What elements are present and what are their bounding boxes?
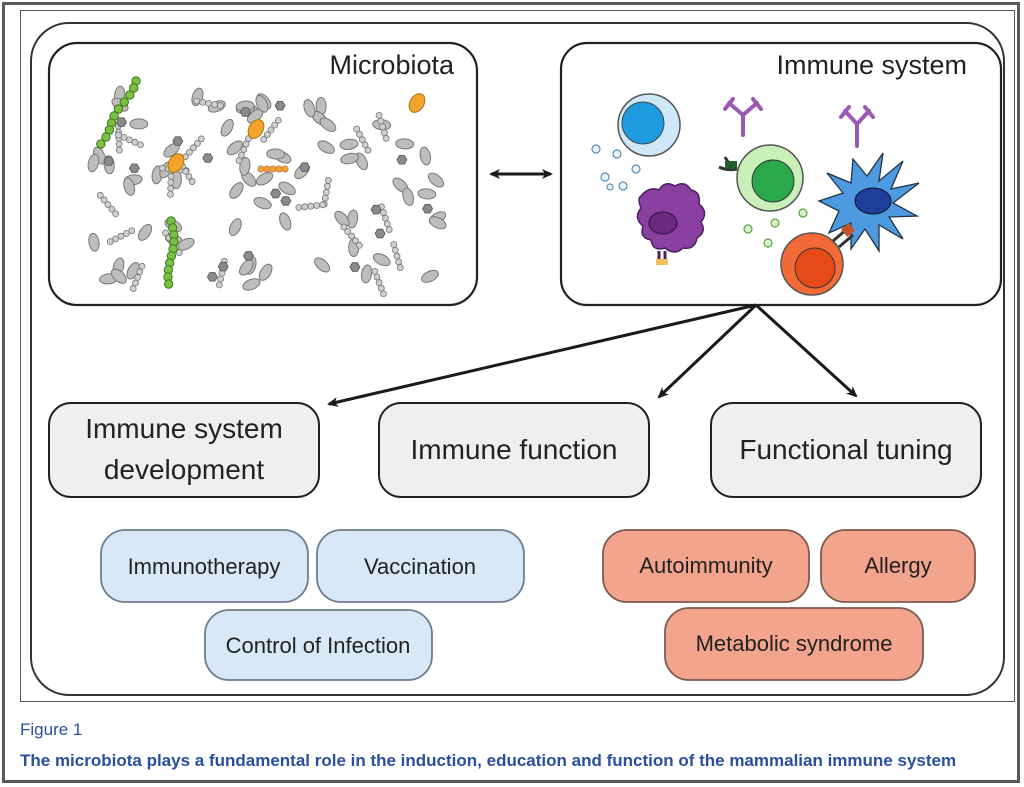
microbiota-panel: Microbiota <box>47 41 479 307</box>
disorder-autoimmunity-label: Autoimmunity <box>639 553 772 578</box>
outcome-development-line2: development <box>104 454 265 485</box>
benefit-control-of-infection-label: Control of Infection <box>226 633 411 658</box>
microbiota-title: Microbiota <box>329 50 455 80</box>
disorder-allergy: Allergy <box>820 529 976 603</box>
dendritic-cell <box>817 152 920 254</box>
microbes-cluster <box>87 76 447 298</box>
figure-label: Figure 1 <box>20 720 83 739</box>
antibody-2 <box>839 105 875 148</box>
outcome-development-line1: Immune system <box>85 413 283 444</box>
figure-caption: The microbiota plays a fundamental role … <box>20 751 957 770</box>
disorder-autoimmunity: Autoimmunity <box>602 529 810 603</box>
green-cytokines <box>743 208 808 248</box>
antibody-1 <box>723 97 763 137</box>
benefit-control-of-infection: Control of Infection <box>204 609 433 681</box>
outcome-function: Immune function <box>378 402 650 498</box>
outcome-tuning: Functional tuning <box>710 402 982 498</box>
blue-cell <box>617 93 681 157</box>
outcome-development: Immune system development <box>48 402 320 498</box>
figure-image: Microbiota Immune system <box>20 10 1015 702</box>
benefit-vaccination: Vaccination <box>316 529 525 603</box>
immune-panel: Immune system <box>559 41 1003 307</box>
disorder-metabolic-syndrome-label: Metabolic syndrome <box>696 631 893 656</box>
benefit-vaccination-label: Vaccination <box>364 554 476 579</box>
green-cell <box>718 144 804 212</box>
benefit-immunotherapy: Immunotherapy <box>100 529 309 603</box>
disorder-allergy-label: Allergy <box>864 553 931 578</box>
immune-title: Immune system <box>776 50 967 80</box>
arrow-to-function <box>657 303 758 399</box>
purple-cell <box>636 183 706 265</box>
arrow-to-development <box>327 303 757 407</box>
blue-cytokines <box>591 144 641 191</box>
arrow-to-tuning <box>754 303 858 398</box>
outcome-function-label: Immune function <box>411 434 618 465</box>
disorder-metabolic-syndrome: Metabolic syndrome <box>664 607 924 681</box>
red-cell <box>780 222 856 296</box>
diagram-canvas: Microbiota Immune system <box>30 22 1005 696</box>
benefit-immunotherapy-label: Immunotherapy <box>128 554 281 579</box>
outcome-tuning-label: Functional tuning <box>739 434 952 465</box>
